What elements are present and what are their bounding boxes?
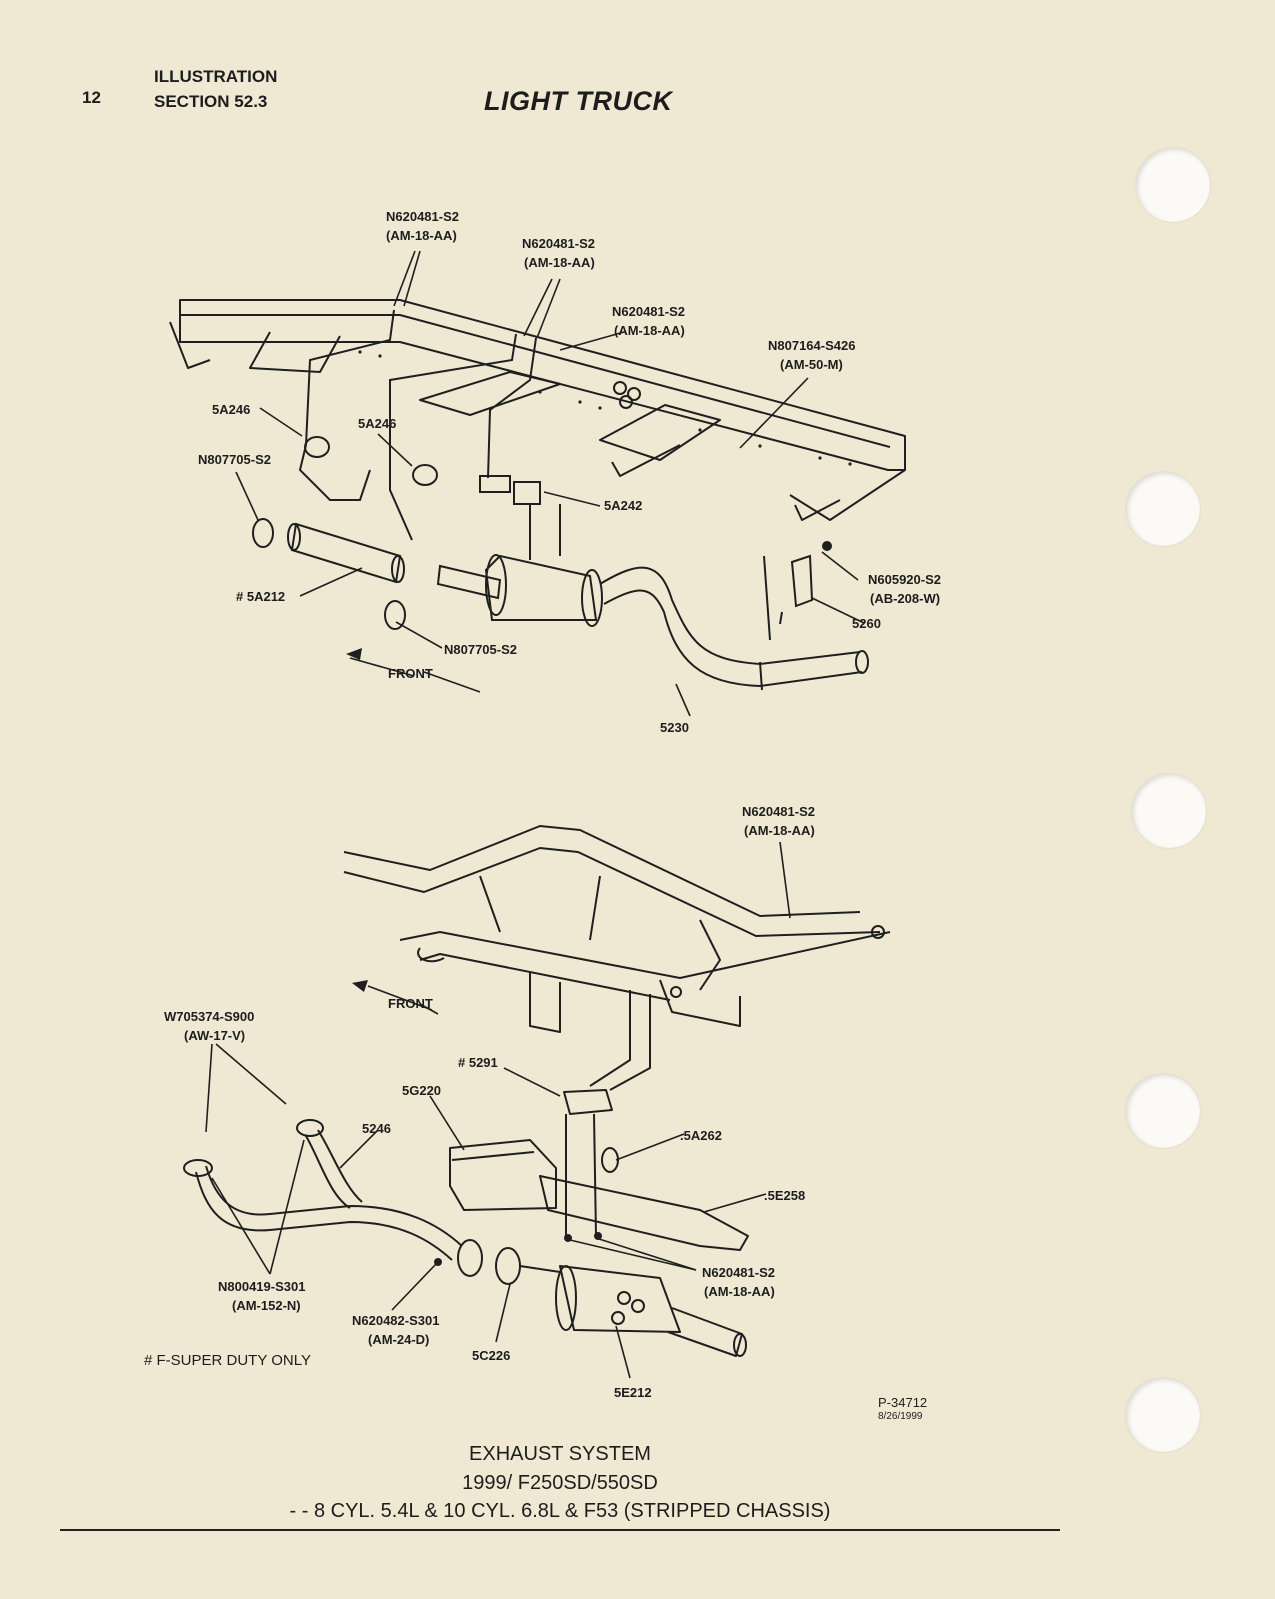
callout-part-label: .5E258 <box>764 1188 805 1203</box>
front-arrow-icon <box>346 648 362 660</box>
page-title: LIGHT TRUCK <box>484 86 673 116</box>
callout-part-label: 5G220 <box>402 1083 441 1098</box>
caption-engines: - - 8 CYL. 5.4L & 10 CYL. 6.8L & F53 (ST… <box>289 1500 831 1522</box>
callout-part-label: # 5A212 <box>236 589 285 604</box>
callout-part-label: N620481-S2 <box>386 209 459 224</box>
callout-part-label: 5260 <box>852 616 881 631</box>
callout-part-label: 5A242 <box>604 498 642 513</box>
lower-exhaust-pipe <box>183 1089 749 1357</box>
callout-part-label: N807164-S426 <box>768 338 855 353</box>
caption-title: EXHAUST SYSTEM <box>469 1443 651 1465</box>
callout-part-label: N620482-S301 <box>352 1313 439 1328</box>
front-label: FRONT <box>388 996 433 1011</box>
callout-spec-label: (AM-152-N) <box>232 1298 301 1313</box>
callout-part-label: 5C226 <box>472 1348 510 1363</box>
upper-callouts: N620481-S2 (AM-18-AA) N620481-S2 (AM-18-… <box>198 209 941 735</box>
callout-part-label: W705374-S900 <box>164 1009 254 1024</box>
callout-part-label: # 5291 <box>458 1055 498 1070</box>
reference-block: P-34712 8/26/1999 <box>878 1396 927 1424</box>
footer-rule <box>60 1529 1060 1531</box>
binder-hole <box>1136 148 1210 222</box>
lower-callouts: N620481-S2 (AM-18-AA) FRONT W705374-S900… <box>164 804 815 1400</box>
footnote: # F-SUPER DUTY ONLY <box>144 1352 311 1369</box>
callout-part-label: N807705-S2 <box>198 452 271 467</box>
callout-spec-label: (AB-208-W) <box>870 591 940 606</box>
front-label: FRONT <box>388 666 433 681</box>
lower-frame <box>343 825 891 1091</box>
callout-part-label: 5A246 <box>212 402 250 417</box>
upper-leader-lines <box>235 250 865 717</box>
reference-code: P-34712 <box>878 1395 928 1410</box>
caption-models: 1999/ F250SD/550SD <box>462 1472 658 1494</box>
binder-hole <box>1126 472 1200 546</box>
upper-exhaust-pipe <box>252 518 869 691</box>
callout-spec-label: (AM-18-AA) <box>704 1284 775 1299</box>
callout-part-label: 5A246 <box>358 416 396 431</box>
front-arrow-icon <box>352 980 368 992</box>
callout-spec-label: (AM-24-D) <box>368 1332 429 1347</box>
callout-part-label: N620481-S2 <box>612 304 685 319</box>
callout-part-label: 5230 <box>660 720 689 735</box>
callout-spec-label: (AW-17-V) <box>184 1028 245 1043</box>
lower-leader-lines <box>205 841 791 1379</box>
upper-hangers <box>298 309 561 560</box>
callout-part-label: .5A262 <box>680 1128 722 1143</box>
page-number: 12 <box>82 88 101 107</box>
callout-part-label: 5246 <box>362 1121 391 1136</box>
callout-spec-label: (AM-18-AA) <box>614 323 685 338</box>
callout-spec-label: (AM-18-AA) <box>386 228 457 243</box>
illustration-label: ILLUSTRATION <box>154 67 278 86</box>
front-arrow-shaft <box>367 985 433 1011</box>
callout-spec-label: (AM-18-AA) <box>524 255 595 270</box>
callout-part-label: N620481-S2 <box>742 804 815 819</box>
callout-part-label: N620481-S2 <box>522 236 595 251</box>
upper-frame-rail <box>169 299 906 521</box>
callout-part-label: N605920-S2 <box>868 572 941 587</box>
binder-hole <box>1126 1074 1200 1148</box>
callout-part-label: N620481-S2 <box>702 1265 775 1280</box>
callout-part-label: N807705-S2 <box>444 642 517 657</box>
binder-hole <box>1132 774 1206 848</box>
callout-spec-label: (AM-50-M) <box>780 357 843 372</box>
callout-part-label: 5E212 <box>614 1385 652 1400</box>
section-heading: ILLUSTRATION SECTION 52.3 <box>154 64 277 114</box>
callout-part-label: N800419-S301 <box>218 1279 305 1294</box>
section-label: SECTION 52.3 <box>154 92 268 111</box>
binder-hole <box>1126 1378 1200 1452</box>
callout-spec-label: (AM-18-AA) <box>744 823 815 838</box>
reference-date: 8/26/1999 <box>878 1411 923 1422</box>
